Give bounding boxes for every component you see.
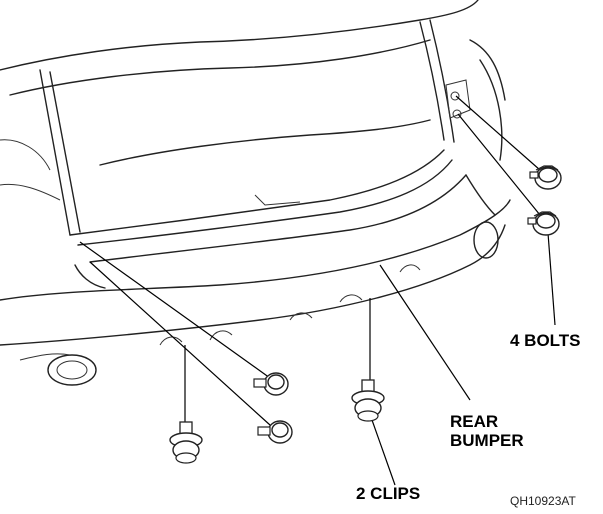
bolt-icon: [253, 372, 289, 396]
bolt-icon: [257, 420, 293, 444]
rear-bumper-cover: [0, 174, 511, 386]
figure-code: QH10923AT: [510, 494, 576, 508]
fastener-leader-lines: [79, 95, 556, 486]
bolt-icon: [527, 211, 560, 236]
clip-icon: [351, 379, 385, 422]
bolt-icon: [529, 165, 562, 190]
rear-bumper-label-line2: BUMPER: [450, 431, 524, 450]
bolts-label: 4 BOLTS: [510, 331, 581, 350]
clips-label: 2 CLIPS: [356, 484, 421, 503]
clip-icon: [169, 421, 203, 464]
vehicle-body-outline: [0, 0, 506, 263]
rear-bumper-label-line1: REAR: [450, 412, 499, 431]
